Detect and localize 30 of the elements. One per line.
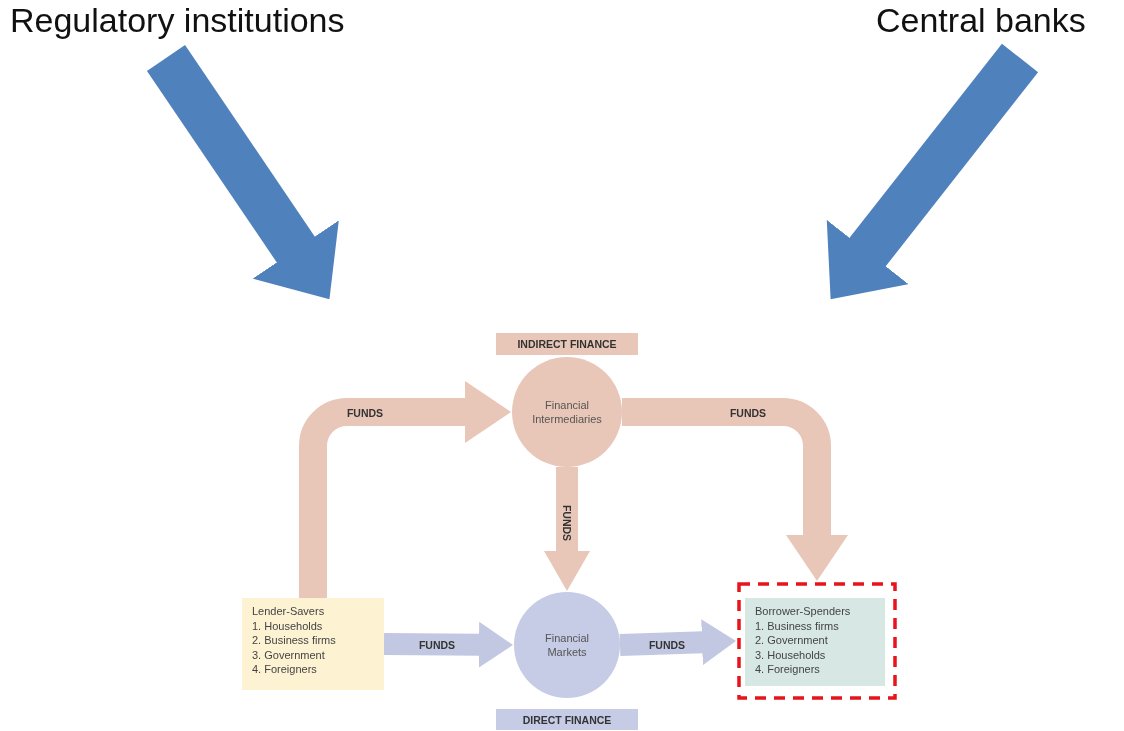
list-item: 3. Households — [755, 647, 826, 662]
box-heading: Lender-Savers — [252, 604, 325, 619]
box-heading: Borrower-Spenders — [755, 604, 851, 619]
heading-text: Central banks — [876, 2, 1116, 58]
list-item: 2. Government — [755, 633, 828, 648]
node-label: Financial Intermediaries — [531, 398, 603, 426]
list-item: 1. Business firms — [755, 618, 839, 633]
list-item: 2. Business firms — [252, 633, 336, 648]
flow-arrow — [383, 621, 513, 668]
edge-label: FUNDS — [729, 407, 767, 419]
flow-arrow — [619, 619, 736, 666]
list-item: 4. Foreigners — [755, 662, 820, 677]
block-arrow — [826, 43, 1039, 300]
list-item: 1. Households — [252, 618, 323, 633]
section-label: INDIRECT FINANCE — [496, 333, 638, 355]
edge-label: FUNDS — [561, 504, 573, 542]
edge-label: FUNDS — [418, 639, 456, 651]
list-item: 4. Foreigners — [252, 662, 317, 677]
edge-label: FUNDS — [648, 639, 686, 651]
flow-arrow — [544, 467, 590, 591]
block-arrow — [146, 45, 339, 300]
section-label: DIRECT FINANCE — [496, 709, 638, 730]
node-label: Financial Markets — [544, 631, 590, 659]
edge-label: FUNDS — [346, 407, 384, 419]
flow-arrow — [299, 381, 511, 598]
flow-arrow — [622, 398, 848, 581]
heading-text: Regulatory institutions — [10, 2, 400, 58]
info-box — [745, 598, 885, 686]
info-box — [242, 598, 384, 690]
list-item: 3. Government — [252, 647, 325, 662]
